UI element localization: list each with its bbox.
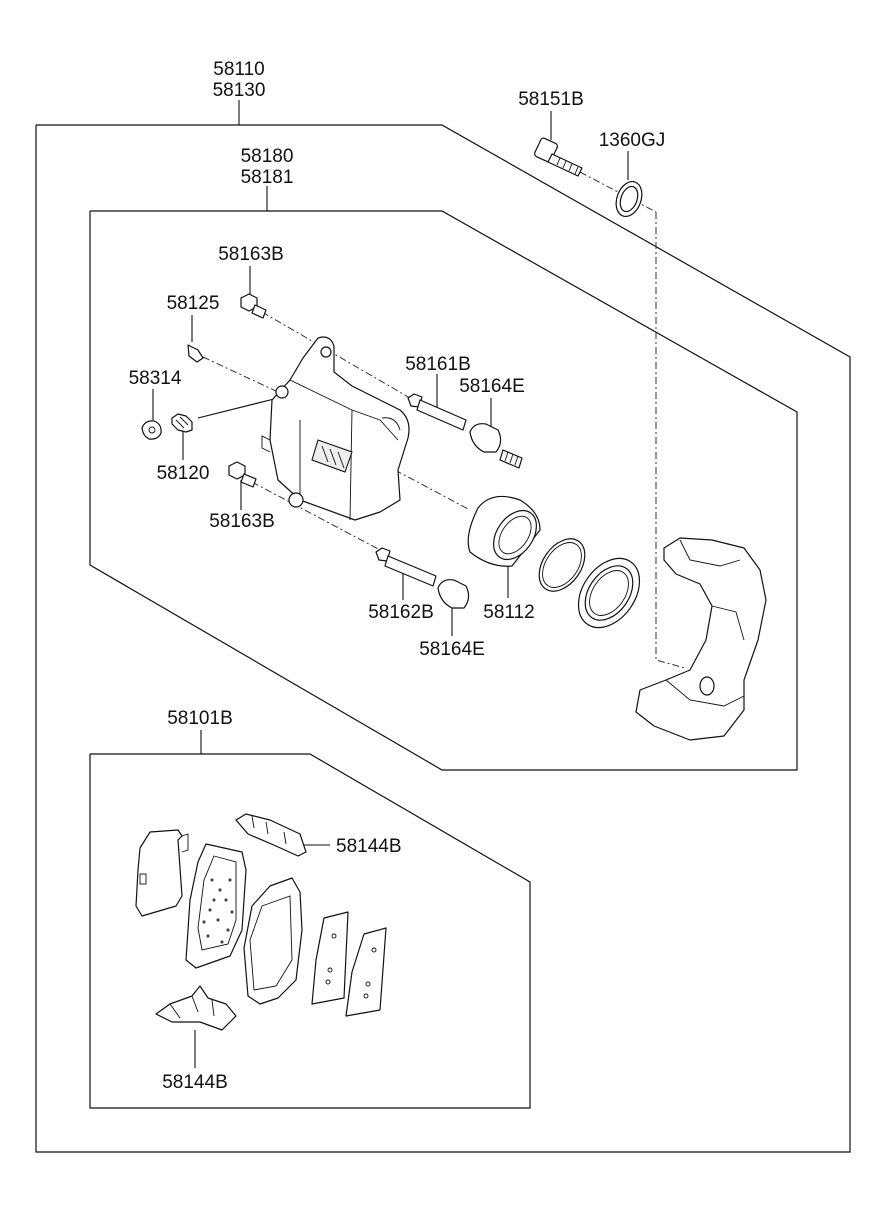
axis-piston — [394, 469, 471, 511]
washer-1360gj-icon — [615, 180, 643, 218]
mounting-bracket-icon — [635, 537, 767, 741]
label-piston: 58112 — [483, 602, 534, 623]
caliper-body-icon — [261, 336, 410, 521]
bolt-58151b-icon — [534, 137, 583, 177]
label-bolt-upper: 58163B — [218, 244, 284, 265]
guide-pin-58162b-lower-icon — [375, 547, 437, 587]
label-washer: 1360GJ — [599, 130, 666, 151]
bleeder-58120-icon — [171, 413, 193, 433]
outer-frame — [35, 124, 851, 1153]
label-clip-lower: 58144B — [162, 1072, 228, 1093]
label-assembly-a: 58110 — [213, 59, 264, 80]
axis-bleeder — [197, 397, 279, 419]
boot-58164e-upper-icon — [469, 423, 523, 469]
axis-bolt — [579, 171, 657, 213]
label-bolt-lower: 58163B — [209, 511, 275, 532]
label-cap: 58125 — [167, 293, 220, 314]
shim-a-icon — [311, 911, 349, 1005]
label-caliper-a: 58180 — [241, 146, 294, 167]
label-bleeder: 58120 — [157, 463, 210, 484]
shim-b-icon — [345, 927, 387, 1017]
label-guide-pin-lower: 58162B — [368, 602, 434, 623]
boot-58164e-lower-icon — [437, 579, 470, 609]
label-bolt: 58151B — [518, 89, 584, 110]
axis-mount — [655, 212, 686, 669]
dust-boot-icon — [577, 557, 641, 629]
bolt-58163b-upper-icon — [240, 293, 267, 319]
clip-58144b-upper-icon — [235, 813, 307, 857]
pad-left-icon — [185, 843, 247, 969]
label-caliper-b: 58181 — [241, 167, 294, 188]
clip-58144b-lower-icon — [155, 985, 237, 1031]
cap-58125-icon — [187, 344, 204, 363]
label-guide-pin-upper: 58161B — [405, 354, 471, 375]
bleeder-cap-58314-icon — [141, 420, 162, 440]
pad-frame — [89, 753, 531, 1109]
label-assembly-b: 58130 — [213, 80, 266, 101]
label-boot-upper: 58164E — [459, 376, 525, 397]
axis-cap — [202, 356, 279, 393]
caliper-frame — [89, 210, 798, 771]
pad-shim-left-icon — [135, 829, 189, 917]
guide-pin-58161b-upper-icon — [407, 393, 467, 431]
label-pad-kit: 58101B — [167, 708, 233, 729]
axis-guide-upper — [261, 311, 411, 399]
axis-guide-lower — [251, 481, 381, 551]
pad-right-icon — [243, 877, 303, 1005]
bolt-58163b-lower-icon — [228, 461, 257, 488]
label-boot-lower: 58164E — [419, 639, 485, 660]
piston-58112-icon — [467, 495, 541, 567]
label-clip-upper: 58144B — [336, 836, 402, 857]
seal-ring-icon — [538, 538, 586, 592]
label-bleeder-cap: 58314 — [129, 368, 182, 389]
